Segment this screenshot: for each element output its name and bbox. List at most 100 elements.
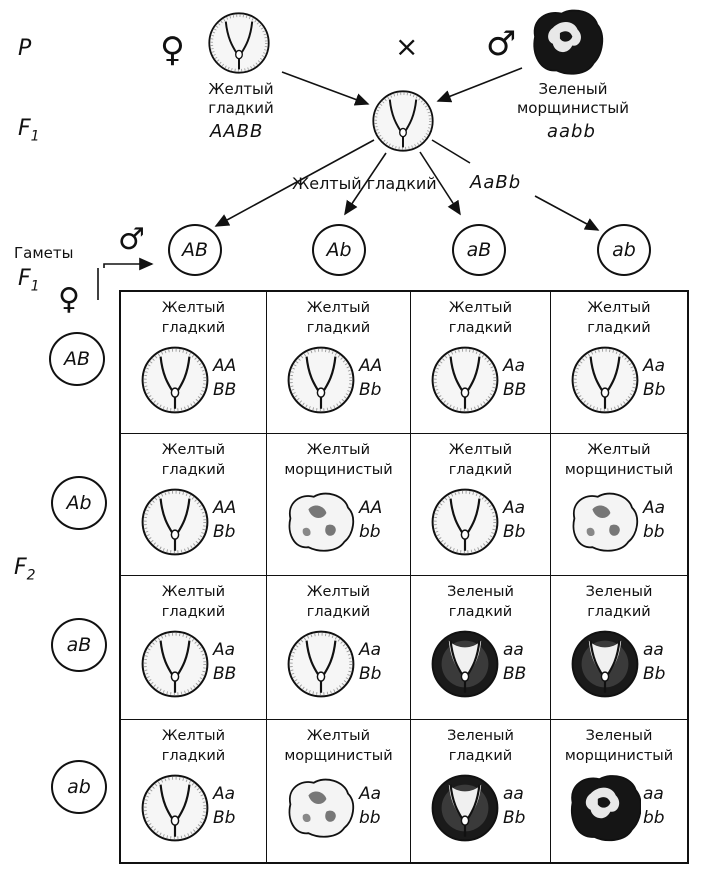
phenotype-color: Желтый [306, 300, 371, 316]
phenotype-shape: морщинистый [564, 462, 674, 478]
phenotype-shape: гладкий [448, 462, 513, 478]
phenotype-shape: морщинистый [564, 748, 674, 764]
yellow-wrinkled-seed-icon [288, 778, 355, 838]
genotype-a: Aa [503, 498, 526, 518]
label-f1-side: F1 [18, 266, 40, 294]
genotype-a: Aa [213, 784, 236, 804]
parent-yellow-smooth-seed [206, 10, 272, 81]
phenotype-shape: морщинистый [284, 748, 393, 764]
label-f1-side-sub: 1 [30, 278, 40, 295]
green-wrinkled-seed-icon [533, 9, 604, 75]
yellow-smooth-seed-icon [141, 488, 209, 556]
green-smooth-seed-icon [571, 630, 639, 698]
phenotype-shape: гладкий [448, 748, 513, 764]
cross-arrows [97, 67, 600, 300]
label-p: P [18, 36, 32, 61]
phenotype-color: Желтый [306, 728, 371, 744]
label-gametes: Гаметы [14, 244, 74, 262]
phenotype-color: Желтый [161, 300, 226, 316]
phenotype-label: Зеленый гладкий [411, 726, 550, 766]
phenotype-shape: гладкий [161, 462, 226, 478]
yellow-smooth-seed-icon [141, 774, 209, 842]
phenotype-shape: гладкий [448, 320, 513, 336]
genotype-a: AA [359, 498, 383, 518]
phenotype-color: Желтый [161, 442, 226, 458]
green-smooth-seed-icon [431, 630, 499, 698]
genotype-b: Bb [643, 380, 666, 400]
label-f1-top-sub: 1 [30, 128, 40, 145]
phenotype-shape: гладкий [161, 604, 226, 620]
cross-symbol: × [395, 30, 419, 63]
label-f1-top-letter: F [18, 116, 31, 141]
genotype-b: Bb [359, 380, 382, 400]
yellow-smooth-seed-icon [431, 488, 499, 556]
phenotype-label: Желтый морщинистый [267, 726, 410, 766]
genotype-a: aa [643, 784, 664, 804]
phenotype-color: Зеленый [447, 728, 514, 744]
phenotype-color: Желтый [306, 584, 371, 600]
phenotype-shape: гладкий [306, 604, 371, 620]
male-gamete: ab [597, 224, 651, 276]
genotype-a: AA [213, 498, 237, 518]
green-wrinkled-seed-icon [570, 775, 641, 842]
genotype-a: Aa [643, 498, 666, 518]
genotype-a: aa [503, 640, 524, 660]
yellow-smooth-seed-icon [571, 346, 639, 414]
label-f2: F2 [14, 555, 36, 583]
phenotype-color: Желтый [161, 584, 226, 600]
genotype-b: Bb [643, 664, 666, 684]
genotype-a: AA [213, 356, 237, 376]
yellow-wrinkled-seed-icon [288, 492, 355, 552]
genotype-a: Aa [359, 640, 382, 660]
phenotype-shape: гладкий [587, 604, 651, 620]
parent-female-genotype: AABB [210, 121, 264, 142]
phenotype-label: Желтый гладкий [411, 298, 550, 338]
label-f1-top: F1 [18, 116, 40, 144]
yellow-smooth-seed-icon [287, 346, 355, 414]
phenotype-color: Зеленый [447, 584, 514, 600]
phenotype-color: Желтый [587, 442, 651, 458]
green-smooth-seed-icon [431, 774, 499, 842]
genotype-b: Bb [359, 664, 382, 684]
female-symbol-gametes: ♀ [58, 282, 80, 317]
male-gamete: aB [452, 224, 506, 276]
yellow-smooth-seed-icon [372, 90, 434, 152]
parent-female-line2: гладкий [208, 99, 274, 117]
yellow-smooth-seed-icon [208, 12, 270, 74]
label-f2-sub: 2 [26, 567, 36, 584]
genotype-b: bb [643, 808, 665, 828]
male-gamete: AB [168, 224, 222, 276]
female-gamete: AB [49, 332, 105, 386]
phenotype-label: Желтый гладкий [411, 440, 550, 480]
phenotype-label: Желтый гладкий [121, 582, 266, 622]
genotype-b: BB [213, 380, 237, 400]
phenotype-color: Желтый [306, 442, 371, 458]
f1-genotype: AaBb [470, 172, 522, 193]
yellow-smooth-seed-icon [141, 346, 209, 414]
genotype-a: Aa [643, 356, 666, 376]
phenotype-color: Желтый [448, 442, 513, 458]
phenotype-color: Желтый [448, 300, 513, 316]
genotype-label: AA BB [213, 354, 236, 402]
